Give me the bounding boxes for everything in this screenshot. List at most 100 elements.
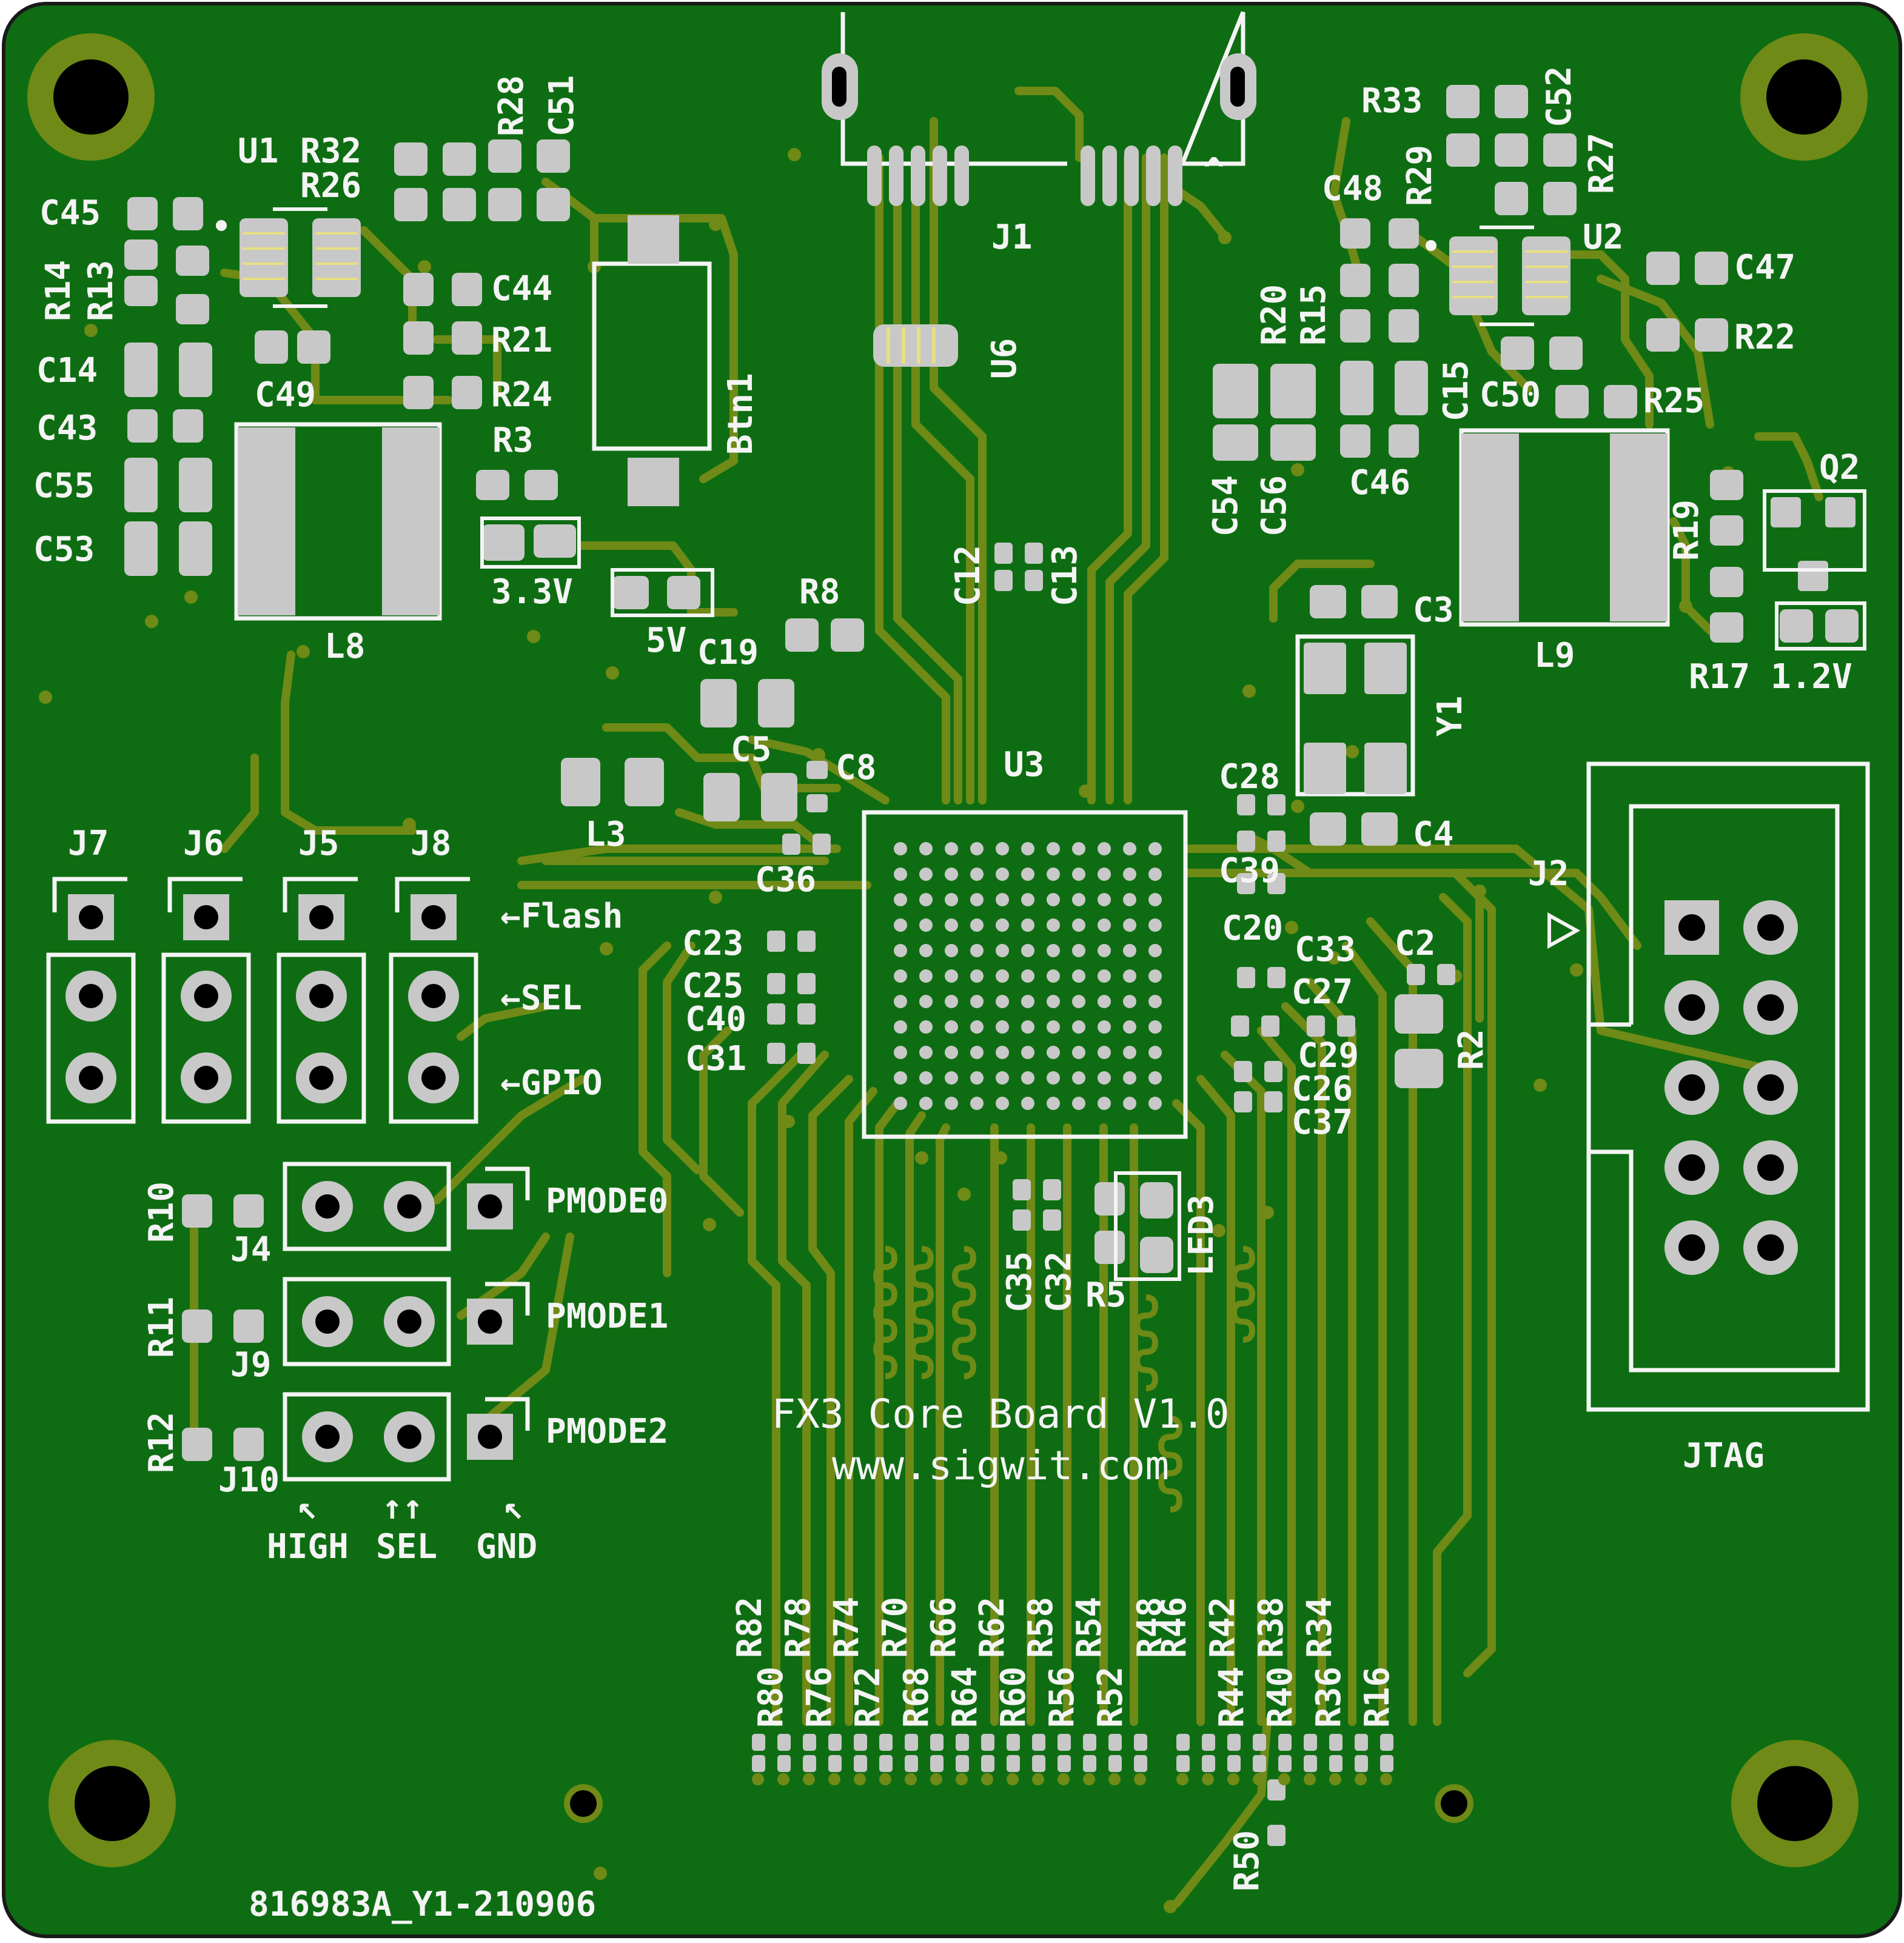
label-R3: R3 [492,421,533,460]
bottom-resistor-label-top: R38 [1252,1597,1291,1658]
pmode-jumper-label: J9 [230,1345,271,1385]
label-C53: C53 [33,530,95,569]
serpentine-traces [873,1246,1256,1513]
bottom-resistor-label-bottom: R64 [945,1667,985,1728]
bga-u3 [862,810,1188,1139]
q2-outline [1763,489,1866,572]
label-R14: R14 [39,260,78,321]
bottom-resistor-label-bottom: R40 [1261,1667,1300,1728]
label-R29: R29 [1400,145,1440,206]
bottom-resistor-label-bottom: R68 [897,1667,936,1728]
board-website: www.sigwit.com [832,1442,1169,1489]
bottom-resistor-label-top: R48 [1130,1597,1170,1658]
label-C31: C31 [685,1039,746,1079]
label-C36: C36 [755,860,816,900]
label-C20: C20 [1222,909,1283,948]
label-C25: C25 [682,966,743,1006]
label-U2: U2 [1583,218,1623,257]
crystal-y1 [1295,634,1415,797]
bottom-resistor-label-top: R34 [1300,1597,1339,1658]
label-R8: R8 [799,572,840,612]
board-title: FX3 Core Board V1.0 [772,1391,1230,1437]
label-C12: C12 [948,545,988,606]
legend-arrow-sel: ↑↑ [382,1488,423,1527]
label-C33: C33 [1295,930,1356,969]
label-5v: 5V [646,621,686,660]
label-J2: J2 [1528,854,1569,894]
label-LED3: LED3 [1182,1194,1221,1276]
label-C43: C43 [36,409,98,448]
label-C49: C49 [255,375,316,415]
pmode-resistor-label: R12 [142,1412,181,1473]
label-C35: C35 [1000,1251,1039,1313]
label-jtag: JTAG [1683,1436,1765,1476]
label-C55: C55 [33,466,95,506]
label-C29: C29 [1298,1036,1359,1075]
bottom-resistor-label-top: R74 [827,1597,867,1658]
label-C19: C19 [697,633,759,672]
pmode-jumper-label: J4 [230,1230,271,1269]
label-Btn1: Btn1 [721,373,760,455]
bottom-resistor-label-top: R54 [1070,1597,1109,1658]
legend-high: HIGH [267,1527,349,1567]
row-label-sel: ←SEL [500,978,582,1018]
label-L8: L8 [324,627,365,666]
pmode-jumper-label: J10 [218,1460,280,1500]
bottom-resistor-label-top: R66 [924,1597,964,1658]
label-L3: L3 [585,815,626,854]
label-C5: C5 [731,730,771,769]
label-C37: C37 [1292,1103,1353,1142]
label-C50: C50 [1480,375,1541,415]
label-C32: C32 [1039,1251,1079,1313]
label-C3: C3 [1413,590,1453,630]
header-ref-label: J7 [68,824,109,863]
bottom-resistor-label-top: R70 [876,1597,915,1658]
label-R15: R15 [1294,284,1333,346]
label-1v2: 1.2V [1771,657,1852,697]
bottom-resistor-label-top: R82 [730,1597,769,1658]
label-R26: R26 [300,166,361,206]
bottom-resistor-label-bottom: R36 [1309,1667,1349,1728]
bottom-resistor-label-bottom: R76 [800,1667,839,1728]
bottom-resistor-label-top: R42 [1203,1597,1242,1658]
vias [39,148,1735,1913]
label-C45: C45 [39,193,101,233]
bottom-resistor-label-top: R62 [973,1597,1012,1658]
label-R27: R27 [1582,133,1621,194]
row-label-flash: ←Flash [500,897,623,936]
bottom-resistor-label-bottom: R80 [751,1667,791,1728]
row-label-gpio: ←GPIO [500,1063,603,1103]
label-C44: C44 [491,269,552,309]
bottom-resistor-label-bottom: R44 [1212,1667,1252,1728]
led-1v2-outline [1775,601,1866,650]
label-R19: R19 [1667,500,1706,561]
inductor-l8 [234,422,442,621]
label-C54: C54 [1206,475,1245,537]
pmode-label: PMODE2 [546,1412,668,1451]
label-C2: C2 [1395,924,1435,963]
inductor-l9 [1459,428,1670,627]
label-U3: U3 [1004,745,1044,784]
label-R20: R20 [1255,284,1294,346]
label-L9: L9 [1534,636,1575,675]
bottom-resistor-label-bottom: R52 [1091,1667,1130,1728]
jtag-connector-j2 [1547,761,1870,1412]
label-R33: R33 [1361,81,1423,121]
pmode-label: PMODE1 [546,1297,668,1336]
header-ref-label: J6 [183,824,224,863]
label-Y1: Y1 [1430,696,1470,737]
header-ref-label: J5 [298,824,339,863]
bottom-resistor-label-bottom: R56 [1042,1667,1082,1728]
bottom-resistor-label-top: R46 [1155,1597,1194,1658]
svg-text:^: ^ [1204,151,1224,190]
label-U6: U6 [985,338,1024,379]
bottom-resistor-label-top: R78 [779,1597,818,1658]
label-C51: C51 [542,75,582,136]
legend-arrow-high: ↖ [297,1488,318,1527]
label-R25: R25 [1643,381,1705,421]
led-3v3-outline [480,517,581,569]
label-C26: C26 [1292,1069,1353,1109]
label-R2: R2 [1452,1029,1491,1070]
